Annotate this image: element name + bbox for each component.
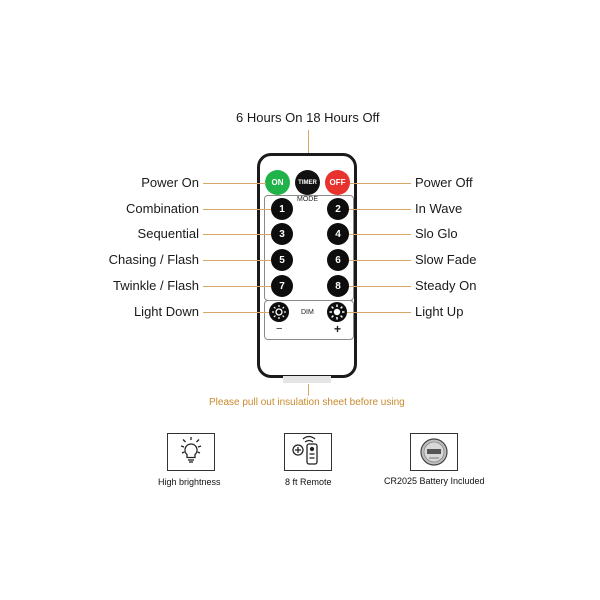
power-on-button[interactable]: ON xyxy=(265,170,290,195)
label-light-up: Light Up xyxy=(415,304,464,319)
label-twinkle-flash: Twinkle / Flash xyxy=(113,278,199,293)
power-off-button[interactable]: OFF xyxy=(325,170,350,195)
sun-large-icon xyxy=(329,304,345,320)
label-in-wave: In Wave xyxy=(415,201,463,216)
feature-brightness-label: High brightness xyxy=(158,477,221,487)
leader-slo-glo xyxy=(349,234,411,235)
feature-battery-box xyxy=(410,433,458,471)
insulation-tab xyxy=(283,376,331,383)
feature-remote-box xyxy=(284,433,332,471)
dim-label: DIM xyxy=(301,309,314,316)
sun-small-icon xyxy=(272,305,286,319)
mode-button-5[interactable]: 5 xyxy=(271,249,293,271)
leader-power-off xyxy=(350,183,411,184)
notice-leader-line xyxy=(308,384,309,396)
label-power-on: Power On xyxy=(141,175,199,190)
mode-button-7[interactable]: 7 xyxy=(271,275,293,297)
mode-button-3[interactable]: 3 xyxy=(271,223,293,245)
feature-battery-label: CR2025 Battery Included xyxy=(384,476,485,486)
leader-steady-on xyxy=(349,286,411,287)
leader-power-on xyxy=(203,183,266,184)
battery-icon xyxy=(420,438,448,466)
mode-button-8[interactable]: 8 xyxy=(327,275,349,297)
leader-in-wave xyxy=(349,209,411,210)
timer-leader-line xyxy=(308,130,309,173)
mode-button-6[interactable]: 6 xyxy=(327,249,349,271)
leader-light-down xyxy=(203,312,269,313)
label-slow-fade: Slow Fade xyxy=(415,252,477,267)
label-power-off: Power Off xyxy=(415,175,473,190)
timer-button[interactable]: TIMER xyxy=(295,170,320,195)
label-light-down: Light Down xyxy=(133,304,199,319)
leader-twinkle-flash xyxy=(203,286,271,287)
mode-button-1[interactable]: 1 xyxy=(271,198,293,220)
dim-plus-label: + xyxy=(334,322,342,336)
dim-up-button[interactable] xyxy=(327,302,347,322)
label-steady-on: Steady On xyxy=(415,278,477,293)
remote-icon xyxy=(292,435,318,465)
mode-label: MODE xyxy=(297,196,318,203)
lightbulb-icon xyxy=(180,437,202,463)
mode-button-2[interactable]: 2 xyxy=(327,198,349,220)
dim-group xyxy=(264,300,354,340)
label-sequential: Sequential xyxy=(137,226,199,241)
label-slo-glo: Slo Glo xyxy=(415,226,458,241)
label-chasing-flash: Chasing / Flash xyxy=(108,252,199,267)
insulation-notice: Please pull out insulation sheet before … xyxy=(209,397,405,408)
leader-light-up xyxy=(347,312,411,313)
leader-chasing-flash xyxy=(203,260,271,261)
timer-caption: 6 Hours On 18 Hours Off xyxy=(236,110,380,125)
label-combination: Combination xyxy=(126,201,199,216)
leader-sequential xyxy=(203,234,271,235)
leader-slow-fade xyxy=(349,260,411,261)
mode-button-4[interactable]: 4 xyxy=(327,223,349,245)
feature-brightness-box xyxy=(167,433,215,471)
dim-down-button[interactable] xyxy=(269,302,289,322)
feature-remote-label: 8 ft Remote xyxy=(285,477,332,487)
dim-minus-label: − xyxy=(276,323,283,335)
leader-combination xyxy=(203,209,271,210)
